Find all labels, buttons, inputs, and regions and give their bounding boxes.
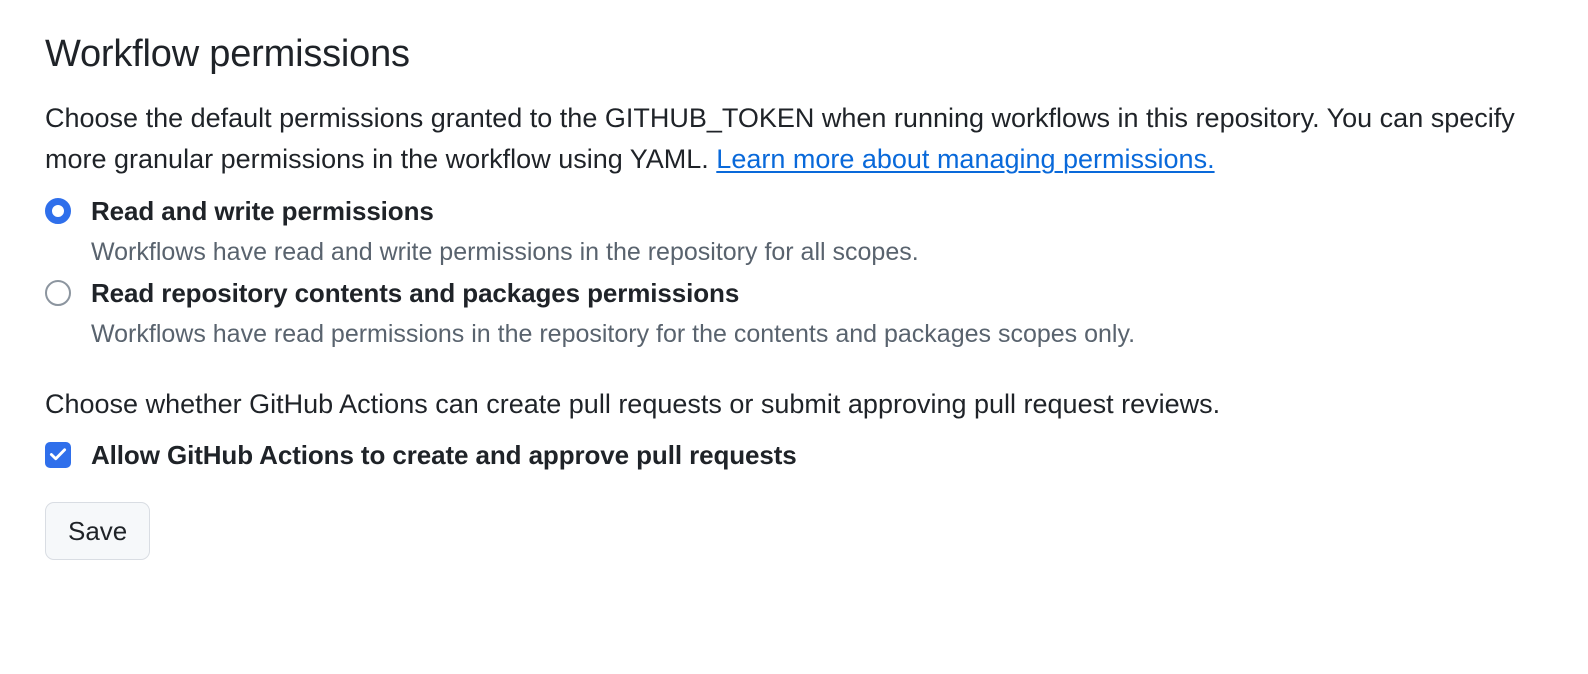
option-read-contents-packages: Read repository contents and packages pe…	[45, 276, 1525, 352]
radio-read-and-write[interactable]	[45, 198, 71, 224]
radio-label-read-contents-packages: Read repository contents and packages pe…	[91, 278, 740, 308]
checkbox-allow-actions-pr[interactable]	[45, 442, 71, 468]
radio-row-read-contents-packages[interactable]: Read repository contents and packages pe…	[45, 276, 1525, 310]
pull-request-paragraph: Choose whether GitHub Actions can create…	[45, 389, 1221, 419]
radio-read-contents-packages[interactable]	[45, 280, 71, 306]
radio-help-read-and-write: Workflows have read and write permission…	[91, 238, 919, 266]
checkbox-row-allow-actions-pr[interactable]: Allow GitHub Actions to create and appro…	[45, 438, 1525, 472]
radio-label-read-and-write: Read and write permissions	[91, 196, 434, 226]
radio-help-read-contents-packages: Workflows have read permissions in the r…	[91, 320, 1136, 348]
save-button[interactable]: Save	[45, 502, 151, 560]
page-title: Workflow permissions	[45, 33, 410, 75]
checkbox-label-allow-actions-pr: Allow GitHub Actions to create and appro…	[91, 440, 797, 470]
check-icon	[49, 448, 67, 461]
option-read-and-write: Read and write permissions Workflows hav…	[45, 194, 1525, 270]
intro-text: Choose the default permissions granted t…	[45, 103, 1515, 174]
workflow-permissions-radio-group: Read and write permissions Workflows hav…	[45, 194, 1525, 352]
workflow-permissions-panel: Workflow permissions Choose the default …	[45, 28, 1525, 560]
radio-row-read-and-write[interactable]: Read and write permissions	[45, 194, 1525, 228]
intro-paragraph: Choose the default permissions granted t…	[45, 98, 1515, 180]
learn-more-link[interactable]: Learn more about managing permissions.	[716, 144, 1215, 174]
